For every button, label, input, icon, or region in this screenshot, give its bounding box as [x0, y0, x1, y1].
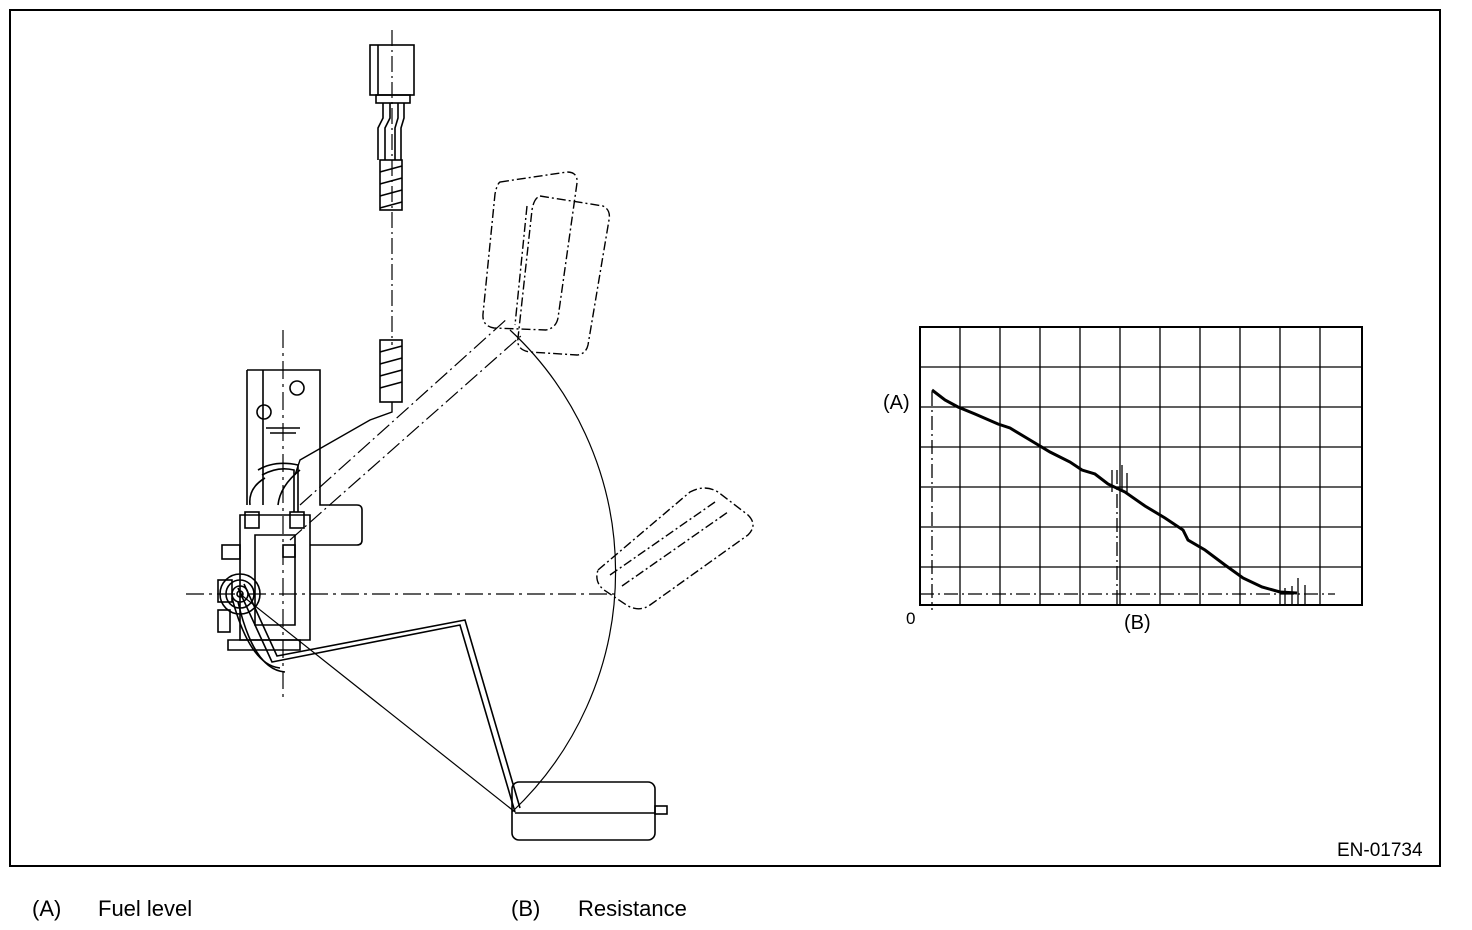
sender-body: [217, 462, 311, 651]
float-travel-arc: [509, 329, 617, 813]
graph-frame: [919, 326, 1363, 606]
harness-sleeve-upper: [379, 159, 403, 211]
legend-text-a: Fuel level: [98, 896, 193, 921]
legend-code-b: (B): [511, 896, 541, 921]
legend-code-a: (A): [32, 896, 62, 921]
legend: (A) Fuel level (B) Resistance: [0, 893, 1472, 923]
graph-origin-label: 0: [906, 609, 916, 628]
resistance-curve: [931, 388, 1298, 595]
float-empty-position: [511, 781, 668, 841]
float-arm: [231, 583, 521, 813]
graph-grid: [920, 327, 1362, 605]
graph-y-label: (A): [883, 392, 910, 414]
figure-border: [9, 9, 1441, 867]
figure-code: EN-01734: [1337, 840, 1423, 861]
range-lines: [239, 317, 523, 813]
fuel-sender-unit: [186, 30, 754, 841]
graph-x-label: (B): [1124, 612, 1151, 634]
float-middle-position: [596, 487, 754, 610]
legend-text-b: Resistance: [578, 896, 687, 921]
harness-sleeve-lower: [379, 339, 403, 403]
resistance-graph: [919, 326, 1363, 610]
tolerance-ticks: [1111, 465, 1306, 605]
float-full-position: [482, 171, 611, 356]
